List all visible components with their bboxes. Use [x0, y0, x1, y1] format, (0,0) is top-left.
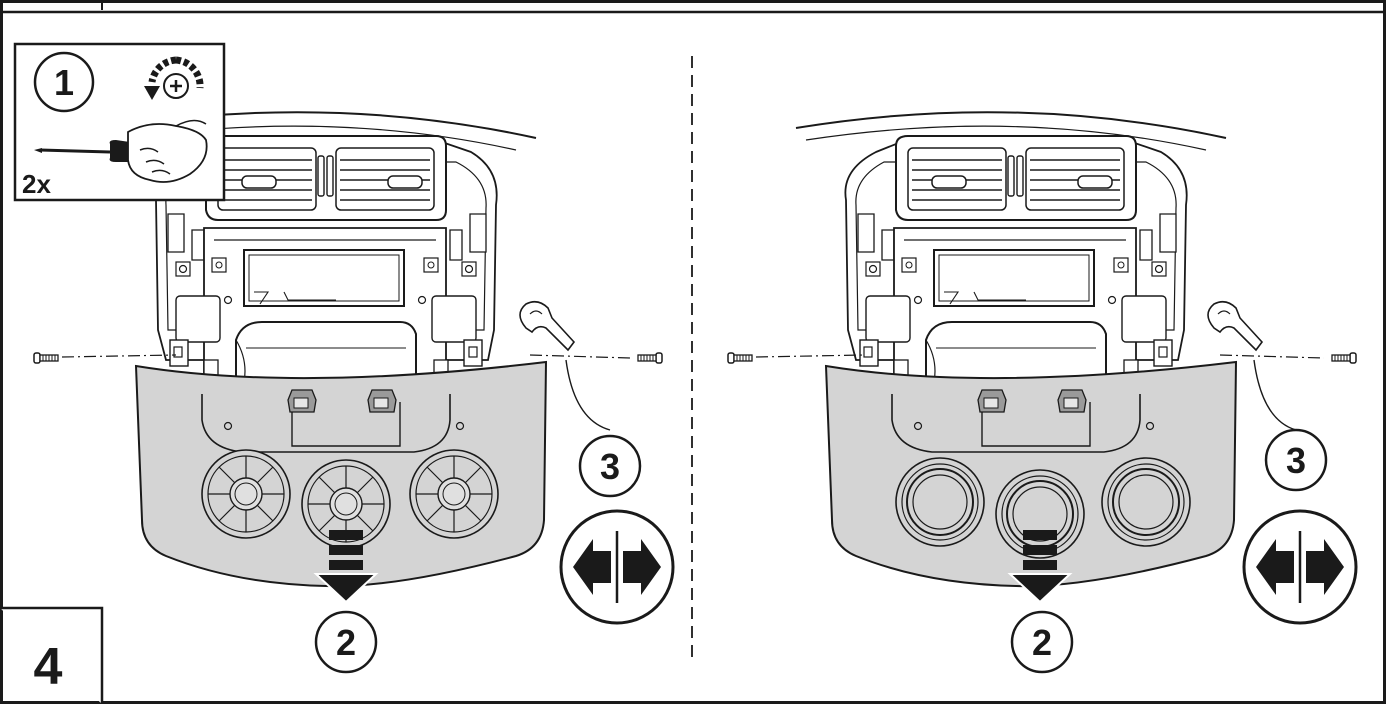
screw-icon — [33, 352, 59, 364]
step-circle-1 — [33, 51, 95, 113]
screw-icon — [637, 352, 663, 364]
knob-center — [995, 469, 1085, 559]
step-circle-2 — [314, 610, 378, 674]
knob-left — [895, 457, 985, 547]
screw-axis-left — [61, 354, 177, 358]
screw-axis-right — [529, 354, 631, 359]
step-circle-3 — [1264, 428, 1328, 492]
step-circle-3 — [578, 434, 642, 498]
clip-step-label: 3 — [600, 446, 620, 487]
tool-callout: 1 2x — [13, 42, 226, 202]
step-number: 4 — [34, 638, 63, 696]
dashboard-assembly — [795, 111, 1227, 383]
left-illustration: 2 3 — [33, 111, 675, 674]
clip-tool-icon — [1207, 300, 1263, 351]
pull-step-label: 2 — [336, 622, 356, 663]
unscrew-counterclockwise-icon — [144, 56, 204, 100]
screw-icon — [727, 352, 753, 364]
pull-step-label: 2 — [1032, 622, 1052, 663]
screw-icon — [1331, 352, 1357, 364]
step-circle-2 — [1010, 610, 1074, 674]
spread-release-arrows-icon — [1242, 509, 1358, 625]
callout-leader — [565, 359, 611, 431]
tool-step-label: 1 — [54, 62, 74, 103]
spread-release-arrows-icon — [559, 509, 675, 625]
screw-axis-right — [1219, 354, 1325, 359]
clip-tool-icon — [519, 300, 575, 351]
right-illustration: 2 3 — [727, 111, 1358, 674]
callout-leader — [1253, 359, 1297, 431]
quantity-label: 2x — [22, 169, 51, 199]
knob-right — [1101, 457, 1191, 547]
knob-right — [409, 449, 499, 539]
clip-step-label: 3 — [1286, 440, 1306, 481]
knob-left — [201, 449, 291, 539]
climate-knobs — [895, 457, 1191, 559]
step-number-box: 4 — [0, 606, 104, 704]
phillips-screwdriver-icon — [34, 119, 208, 183]
screw-axis-left — [755, 354, 865, 358]
